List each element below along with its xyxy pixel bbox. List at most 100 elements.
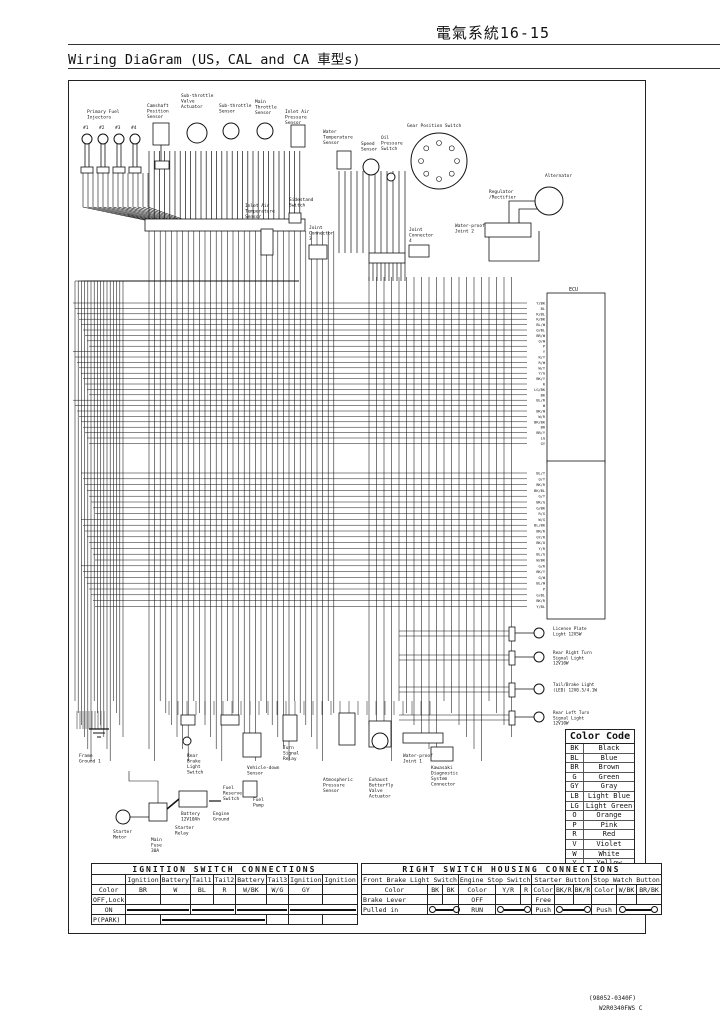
ignition-col-header: Ignition (125, 874, 161, 885)
rear-right-turn-light-connector (508, 650, 516, 666)
fuel-injector-icon (81, 133, 93, 145)
page-header: 電氣系統16-15 Wiring DiaGram (US，CAL and CA … (0, 0, 720, 80)
color-code-row: BK Black (566, 744, 634, 754)
wire (166, 798, 180, 810)
header-rule-top (68, 44, 720, 45)
color-code-name: White (598, 849, 620, 858)
main-harness-connector (144, 218, 306, 232)
camshaft-connector (154, 160, 170, 170)
injector-connector (128, 166, 142, 174)
wire (142, 173, 186, 222)
ignition-col-header: Battery (235, 874, 267, 885)
color-code-name: Black (598, 744, 620, 752)
color-code-title: Color Code (566, 730, 634, 744)
color-code-name: Pink (600, 820, 618, 829)
ecu-pin-label: W (543, 404, 546, 408)
ecu-pin-label: R/G (539, 512, 546, 516)
color-code-abbrev: BL (566, 753, 584, 763)
sidestand-switch-icon (288, 212, 302, 224)
ignition-col-color: GY (288, 884, 324, 895)
ecu-pin-label: BL/G (536, 553, 545, 557)
color-code-name: Green (598, 772, 620, 781)
ecu-pin-label: BL/W (536, 323, 545, 327)
waterproof-joint-1-icon (402, 732, 444, 744)
ecu-upper-block (546, 292, 606, 464)
turn-signal-relay-icon (282, 714, 298, 742)
watch-color-1: W/BK (615, 884, 638, 895)
gear-contact (454, 158, 460, 164)
ecu-pin-label: BK/BL (534, 489, 545, 493)
ecu-pin-label: GY/R (536, 535, 545, 539)
ecu-pin-label: Y (543, 350, 546, 354)
license-plate-light-connector (508, 626, 516, 642)
ecu-pin-label: BL/W (536, 582, 545, 586)
atmospheric-pressure-sensor-icon (338, 712, 356, 746)
starter-row-push: Push (531, 904, 555, 915)
color-code-name: Brown (598, 763, 620, 772)
wire (147, 173, 189, 222)
fuel-injector-icon (113, 133, 125, 145)
ecu-pin-label: R/W (539, 361, 546, 365)
rear-left-turn-light-icon (533, 711, 545, 723)
color-code-abbrev: LG (566, 801, 584, 811)
color-code-abbrev: LB (566, 791, 584, 801)
ignition-col-header: Ignition (322, 874, 358, 885)
ignition-table-title: IGNITION SWITCH CONNECTIONS (91, 863, 358, 875)
ecu-pin-label: O/BL (536, 329, 545, 333)
starter-relay-icon (148, 802, 168, 822)
main-throttle-sensor-icon (256, 122, 274, 140)
wire (508, 200, 535, 223)
color-code-name: Gray (600, 782, 618, 791)
ecu-pin-label: Y/BL (536, 605, 545, 609)
ignition-col-color: BR (125, 884, 161, 895)
color-code-name: Light Blue (587, 791, 631, 800)
color-code-abbrev: G (566, 772, 584, 782)
injector-connector (80, 166, 94, 174)
ecu-pin-label: BR/Y (536, 431, 545, 435)
wire (117, 173, 171, 222)
page-reference: 電氣系統16-15 (435, 24, 550, 42)
ignition-col-color: W/G (265, 884, 290, 895)
starter-color-1: BK/R (553, 884, 574, 895)
ecu-pin-label: BK/O (536, 541, 545, 545)
joint-connector-4-icon (408, 244, 430, 258)
alternator-icon (534, 186, 564, 216)
color-code-abbrev: O (566, 811, 584, 820)
stop-color-1: Y/R (495, 884, 521, 895)
wire (97, 173, 159, 222)
sub-throttle-sensor-icon (222, 122, 240, 140)
color-code-abbrev: P (566, 820, 584, 830)
ecu-pin-label: W/R (539, 415, 546, 419)
ecu-label: ECU (569, 287, 578, 293)
ecu-pin-label: R/Y (539, 356, 546, 360)
ecu-pin-label: W/BK (536, 559, 545, 563)
tail-brake-light-icon (533, 683, 545, 695)
ecu-pin-label: BR (541, 426, 546, 430)
oil-pressure-switch-icon (386, 172, 396, 182)
ignition-col-color (322, 884, 358, 895)
color-code-abbrev: BK (566, 744, 584, 753)
stop-row-off: OFF (457, 894, 497, 905)
ecu-pin-label: BR/R (536, 530, 545, 534)
ecu-pin-label: W/G (539, 518, 546, 522)
page-title: Wiring DiaGram (US，CAL and CA 車型s) (68, 52, 361, 68)
watch-color-label: Color (591, 884, 617, 895)
fuel-pump-icon (242, 780, 258, 798)
ecu-pin-label: BK/R (536, 599, 545, 603)
injector-label: #2 (99, 125, 105, 131)
wire (102, 173, 162, 222)
